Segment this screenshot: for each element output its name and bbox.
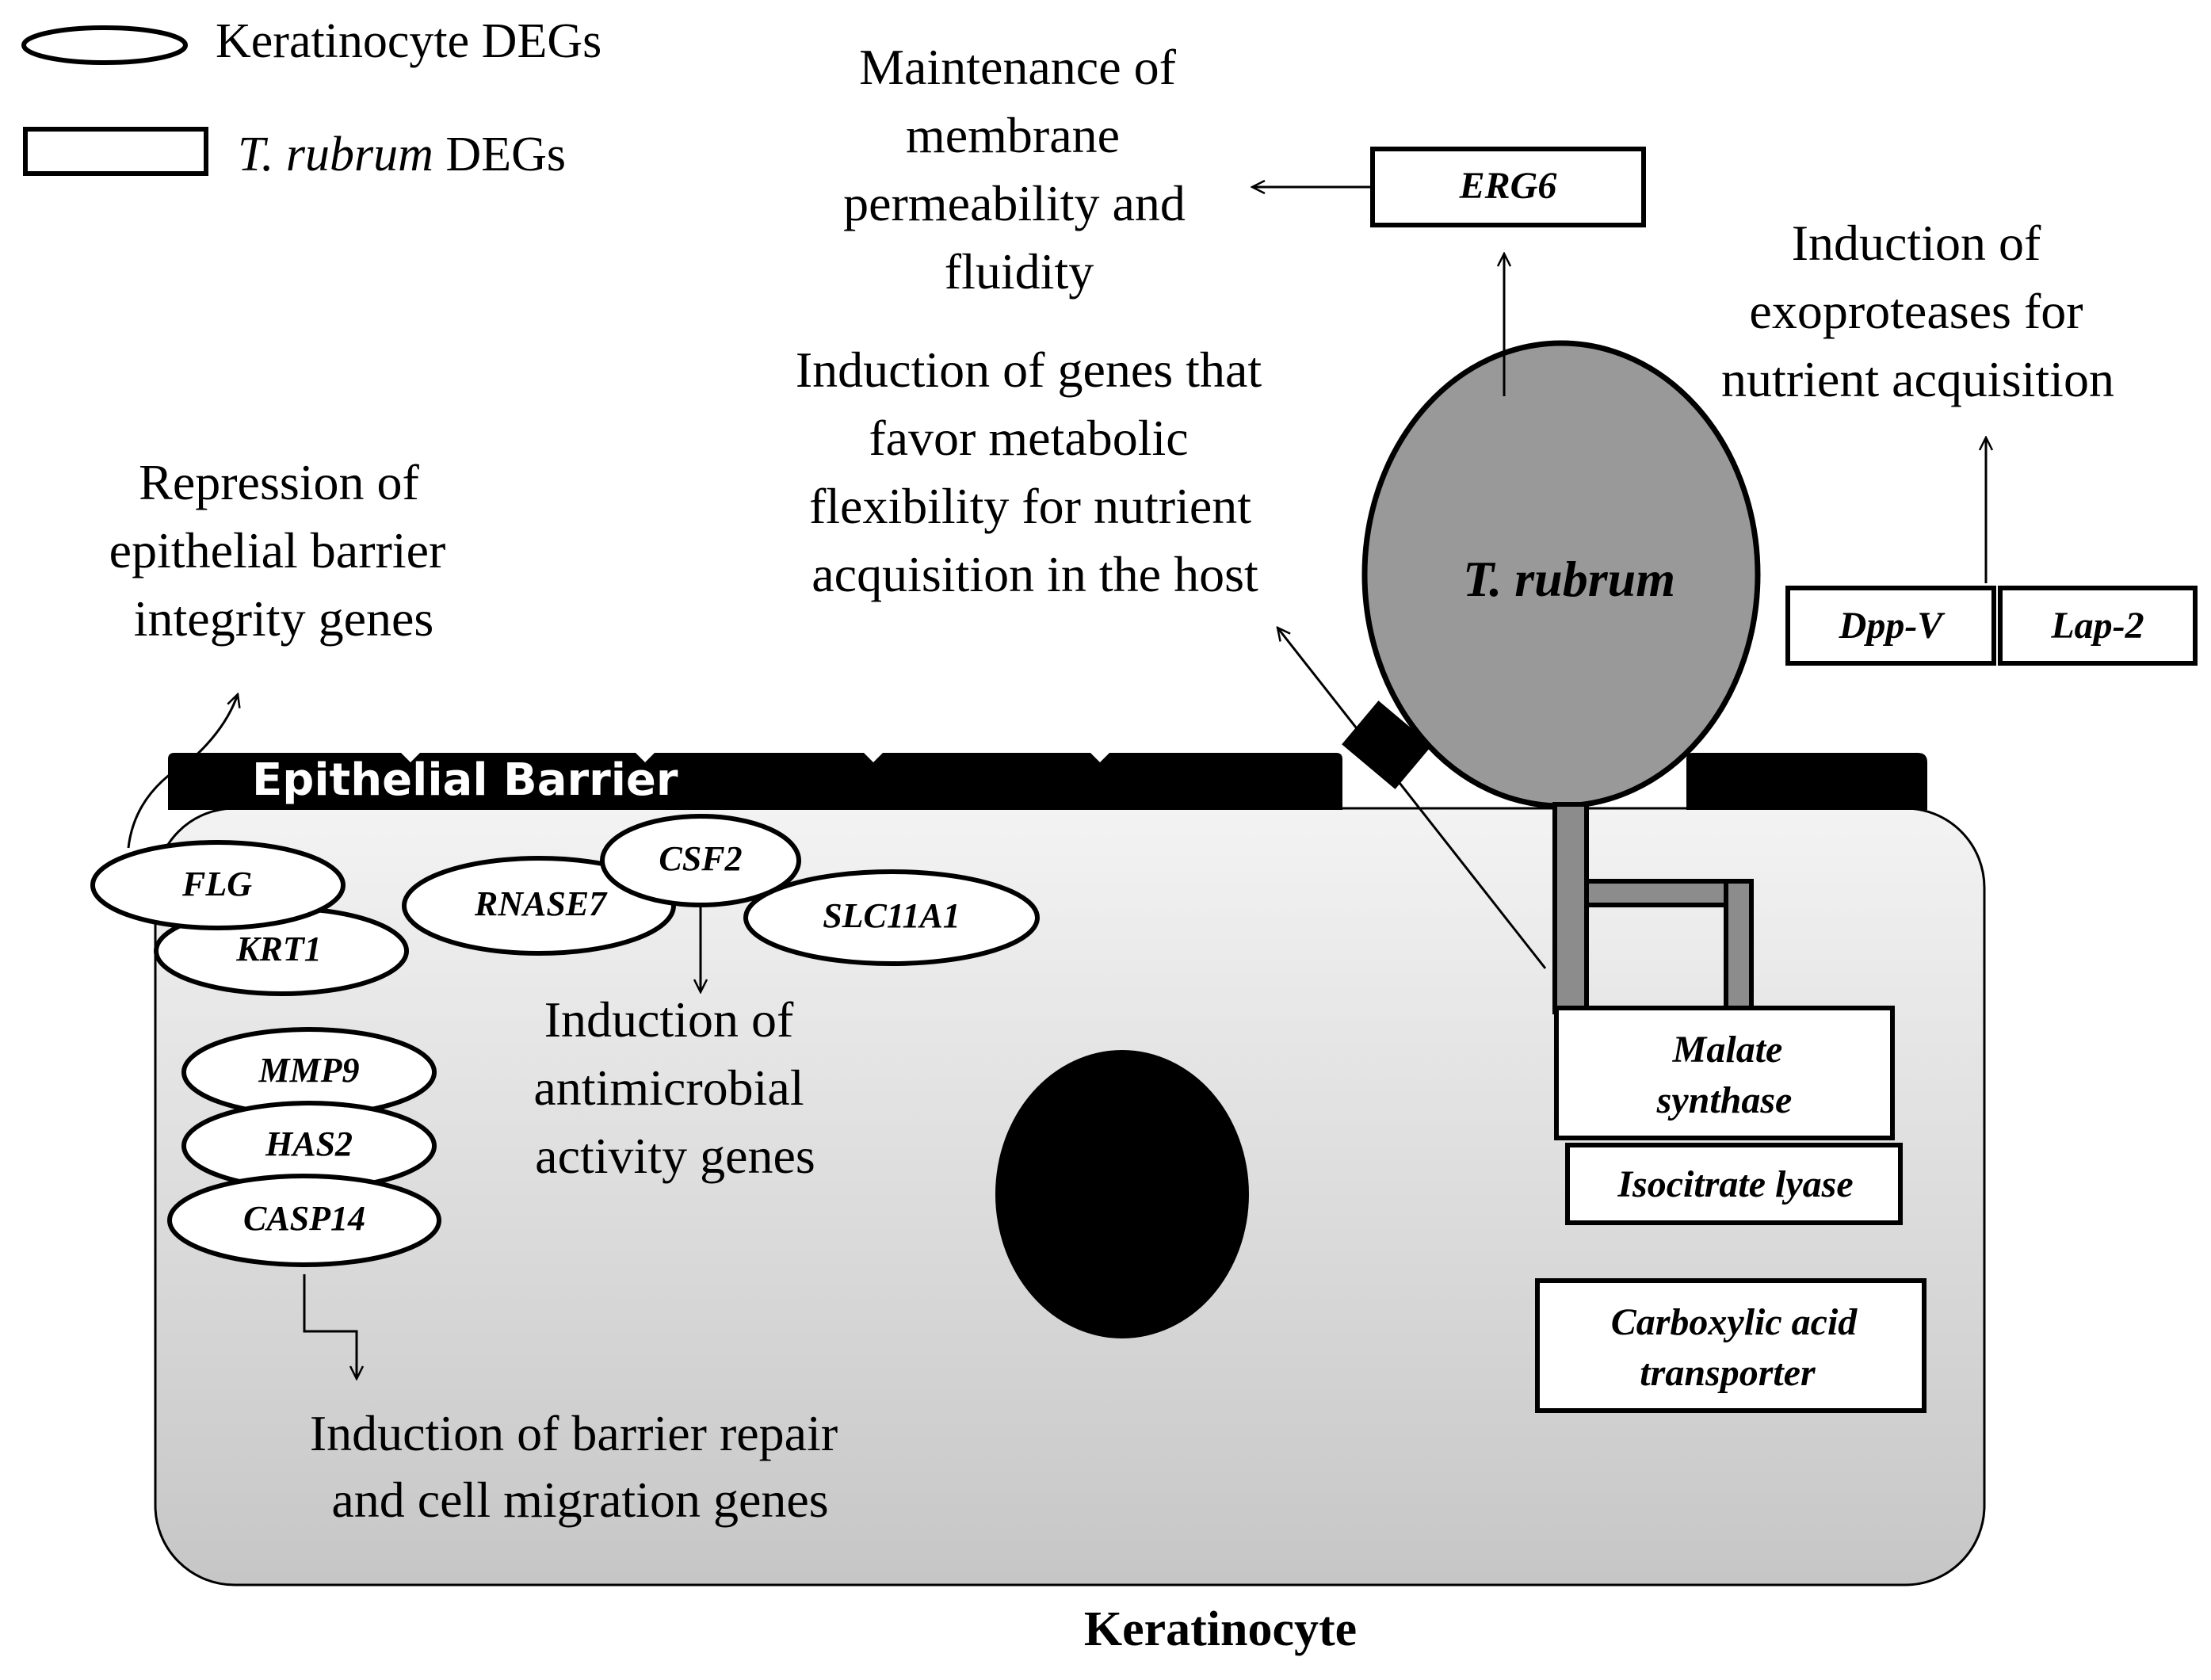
metabolic-caption-line: Induction of genes that (796, 342, 1262, 398)
hypha-branch-vertical (1724, 879, 1754, 1014)
keratinocyte-label: Keratinocyte (1084, 1602, 1357, 1656)
gene-malate-line-2: synthase (1656, 1079, 1793, 1121)
metabolic-caption-line: acquisition in the host (811, 546, 1258, 602)
gene-has2-label: HAS2 (265, 1124, 353, 1163)
membrane-caption-line: Maintenance of (859, 39, 1177, 95)
keratinocyte-genes: KRT1 FLG RNASE7 SLC11A1 CSF2 MMP9 HAS2 C… (90, 814, 1040, 1267)
metabolic-caption-line: flexibility for nutrient (809, 478, 1251, 534)
trubrum-genes: ERG6 Dpp-V Lap-2 Isocitrate lyase Malate… (1370, 147, 2198, 1413)
gene-malate-box (1554, 1006, 1895, 1140)
repair-caption-line: Induction of barrier repair (310, 1405, 838, 1461)
exoproteases-caption: Induction of exoproteases for nutrient a… (1721, 215, 2114, 407)
antimicrobial-caption-line: Induction of (544, 991, 794, 1048)
gene-dppv-box (1785, 586, 1996, 666)
arrows (127, 187, 1986, 1379)
gene-erg6-label: ERG6 (1459, 165, 1557, 207)
barrier-segment (168, 753, 1342, 810)
legend-ellipse-symbol (21, 25, 188, 65)
repression-caption-line: integrity genes (134, 590, 434, 647)
gene-csf2-label: CSF2 (659, 839, 742, 878)
gene-slc11a1-ellipse (743, 869, 1040, 966)
hypha-adhesin (1342, 701, 1432, 789)
annotations: Maintenance of membrane permeability and… (109, 39, 2114, 1528)
metabolic-caption-line: favor metabolic (869, 410, 1188, 466)
arrow-casp14-repair (303, 1274, 357, 1379)
gene-carboxylic-line-2: transporter (1640, 1352, 1816, 1394)
legend-trubrum-italic: T. rubrum (238, 128, 433, 181)
membrane-caption: Maintenance of membrane permeability and… (843, 39, 1198, 300)
exoproteases-caption-line: Induction of (1792, 215, 2041, 271)
gene-erg6-box (1370, 147, 1646, 227)
barrier-segment-right (1686, 753, 1927, 810)
gene-flg-label: FLG (181, 865, 252, 903)
arrow-flg-repression (127, 694, 238, 849)
repair-caption-line: and cell migration genes (331, 1472, 828, 1528)
nucleus (995, 1050, 1249, 1338)
antimicrobial-caption-line: activity genes (535, 1128, 815, 1184)
repression-caption: Repression of epithelial barrier integri… (109, 454, 459, 647)
legend-rectangle-symbol (23, 127, 208, 176)
legend-keratinocyte-label: Keratinocyte DEGs (216, 14, 601, 68)
gene-slc11a1-label: SLC11A1 (823, 896, 960, 935)
membrane-caption-line: membrane (906, 107, 1120, 163)
epithelial-barrier: Epithelial Barrier (168, 753, 1927, 810)
gene-flg-ellipse (90, 840, 346, 930)
trubrum-organism: T. rubrum (1342, 340, 1761, 1014)
repression-caption-line: Repression of (139, 454, 419, 510)
arrow-hypha-metabolic (1277, 628, 1547, 969)
gene-csf2-ellipse (600, 814, 801, 907)
trubrum-label: T. rubrum (1463, 551, 1675, 607)
hypha-main (1552, 802, 1589, 1014)
exoproteases-caption-line: nutrient acquisition (1721, 351, 2114, 407)
gene-casp14-ellipse (167, 1174, 441, 1267)
gene-rnase7-label: RNASE7 (474, 884, 608, 923)
legend: Keratinocyte DEGs T. rubrum DEGs (21, 14, 601, 181)
gene-malate-line-1: Malate (1672, 1029, 1783, 1071)
exoproteases-caption-line: exoproteases for (1749, 283, 2083, 339)
legend-trubrum-label: T. rubrum DEGs (238, 128, 566, 181)
membrane-caption-line: fluidity (945, 243, 1094, 300)
antimicrobial-caption-line: antimicrobial (533, 1060, 804, 1116)
gene-carboxylic-line-1: Carboxylic acid (1611, 1301, 1858, 1343)
membrane-caption-line: permeability and (843, 175, 1186, 231)
metabolic-caption: Induction of genes that favor metabolic … (796, 342, 1274, 602)
gene-isocitrate-label: Isocitrate lyase (1617, 1163, 1853, 1205)
antimicrobial-caption: Induction of antimicrobial activity gene… (533, 991, 816, 1184)
gene-isocitrate-box (1565, 1143, 1903, 1225)
gene-lap2-label: Lap-2 (2050, 605, 2144, 647)
repair-caption: Induction of barrier repair and cell mig… (310, 1405, 850, 1528)
gene-casp14-label: CASP14 (243, 1199, 365, 1238)
legend-trubrum-rest: DEGs (433, 128, 566, 181)
gene-carboxylic-box (1535, 1278, 1927, 1413)
gene-lap2-box (1998, 586, 2198, 666)
gene-mmp9-label: MMP9 (258, 1051, 359, 1090)
gene-dppv-label: Dpp-V (1839, 605, 1946, 647)
barrier-label: Epithelial Barrier (252, 754, 678, 806)
repression-caption-line: epithelial barrier (109, 522, 446, 578)
gene-krt1-label: KRT1 (235, 930, 322, 968)
